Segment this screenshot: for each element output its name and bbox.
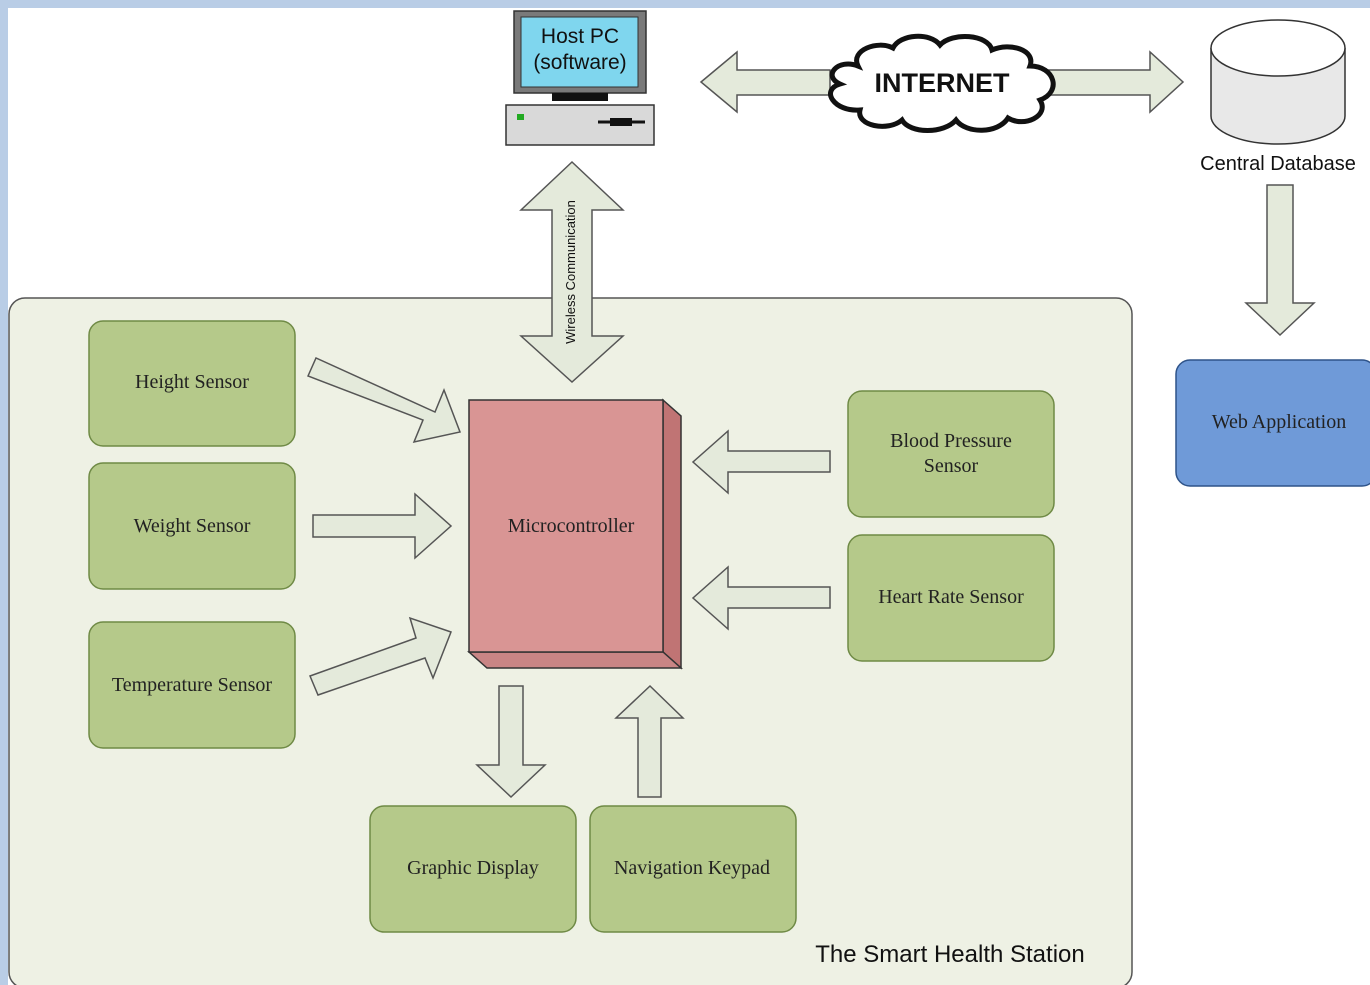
temperature-sensor-label: Temperature Sensor [112,674,273,696]
station-label: The Smart Health Station [815,941,1084,968]
microcontroller-block: Microcontroller [467,398,683,670]
power-led-icon [517,114,524,120]
weight-sensor-label: Weight Sensor [134,515,251,537]
graphic-display-label: Graphic Display [407,857,539,879]
monitor-stand [552,93,608,101]
blood-pressure-label-line1: Blood Pressure [890,430,1012,452]
drive-button-icon [610,118,632,126]
microcontroller-label: Microcontroller [508,515,635,537]
heart-rate-sensor-label: Heart Rate Sensor [878,586,1024,608]
graphic-display-box [369,805,577,933]
temperature-sensor-box [88,621,296,749]
weight-sensor-box [88,462,296,590]
database-icon [1210,19,1346,145]
heart-rate-to-micro-arrow [691,565,831,631]
monitor-screen [520,16,639,88]
blood-pressure-label-line2: Sensor [924,455,979,477]
height-sensor-box [88,320,296,447]
internet-left-arrow [699,50,831,114]
internet-label: INTERNET [875,68,1011,98]
heart-rate-sensor-box [847,534,1055,662]
keypad-to-micro-arrow [614,684,685,798]
internet-right-arrow [1044,50,1185,114]
web-application-label: Web Application [1212,411,1346,433]
temperature-to-micro-arrow [309,616,452,696]
micro-bottom-face [467,651,683,669]
micro-to-display-arrow [475,685,547,799]
internet-cloud-icon: INTERNET [828,33,1056,133]
host-pc-icon: Host PC (software) [505,10,655,146]
database-label: Central Database [1200,153,1356,175]
wireless-label: Wireless Communication [563,200,578,344]
height-to-micro-arrow [306,357,462,444]
weight-to-micro-arrow [312,492,453,560]
micro-side-face [662,398,682,670]
blood-pressure-sensor-box [847,390,1055,518]
height-sensor-label: Height Sensor [135,371,249,393]
db-to-webapp-arrow [1244,184,1316,337]
navigation-keypad-label: Navigation Keypad [614,857,770,879]
micro-front-face [468,399,664,653]
host-pc-label-line2: (software) [533,51,626,74]
wireless-arrow [519,160,625,384]
navigation-keypad-box [589,805,797,933]
bp-to-micro-arrow [691,429,831,495]
host-pc-label-line1: Host PC [541,25,619,48]
web-application-box [1175,359,1370,487]
